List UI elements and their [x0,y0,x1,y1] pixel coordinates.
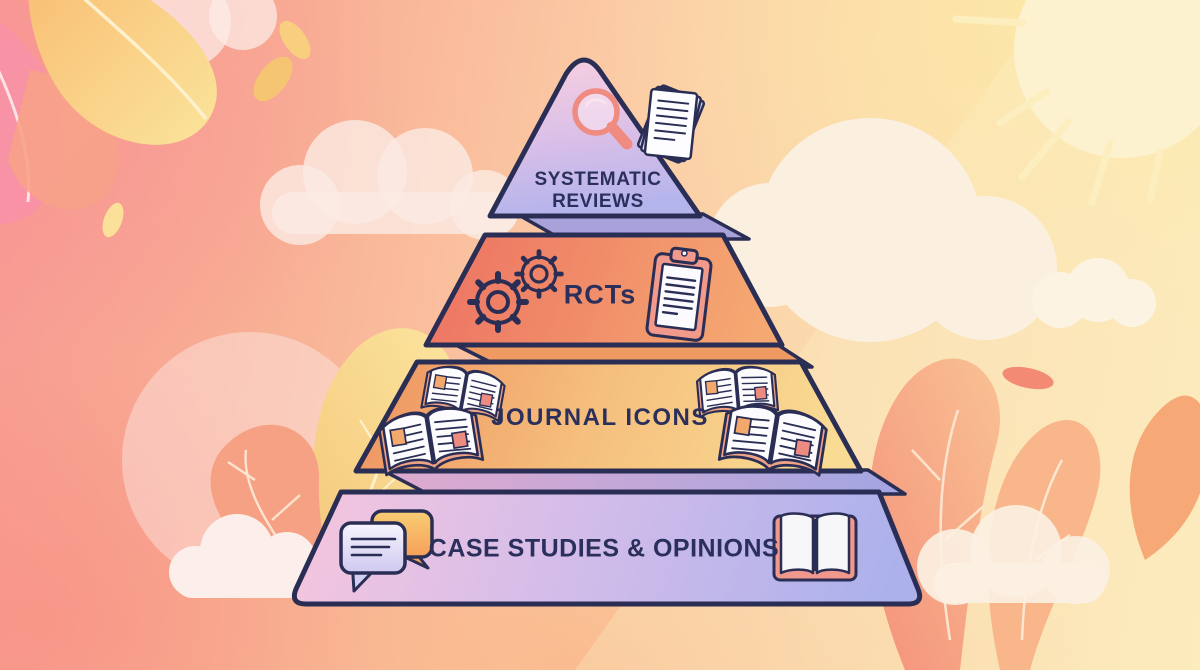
tier-systematic-reviews [487,57,703,219]
tier4-label: CASE STUDIES & OPINIONS [428,534,780,563]
cloud-bottom-right [917,505,1110,605]
cloud-right-small [1032,258,1156,328]
sun-rays [952,15,1164,207]
open-book-icon [772,512,858,582]
cloud-top-center [260,120,520,245]
tier2-label: RCTs [563,279,637,310]
paper-stack-icon [636,84,706,164]
magnifying-glass-icon [572,88,633,150]
cloud-right [708,118,1057,342]
leaves-top-left [0,0,311,238]
tier-case-studies [291,489,923,607]
chat-bubbles-icon [339,509,434,593]
clipboard-icon [645,246,713,342]
tier1-label: SYSTEMATIC REVIEWS [534,169,662,212]
sun-icon [952,0,1200,207]
tier3-label: JOURNAL ICONS [491,404,709,432]
